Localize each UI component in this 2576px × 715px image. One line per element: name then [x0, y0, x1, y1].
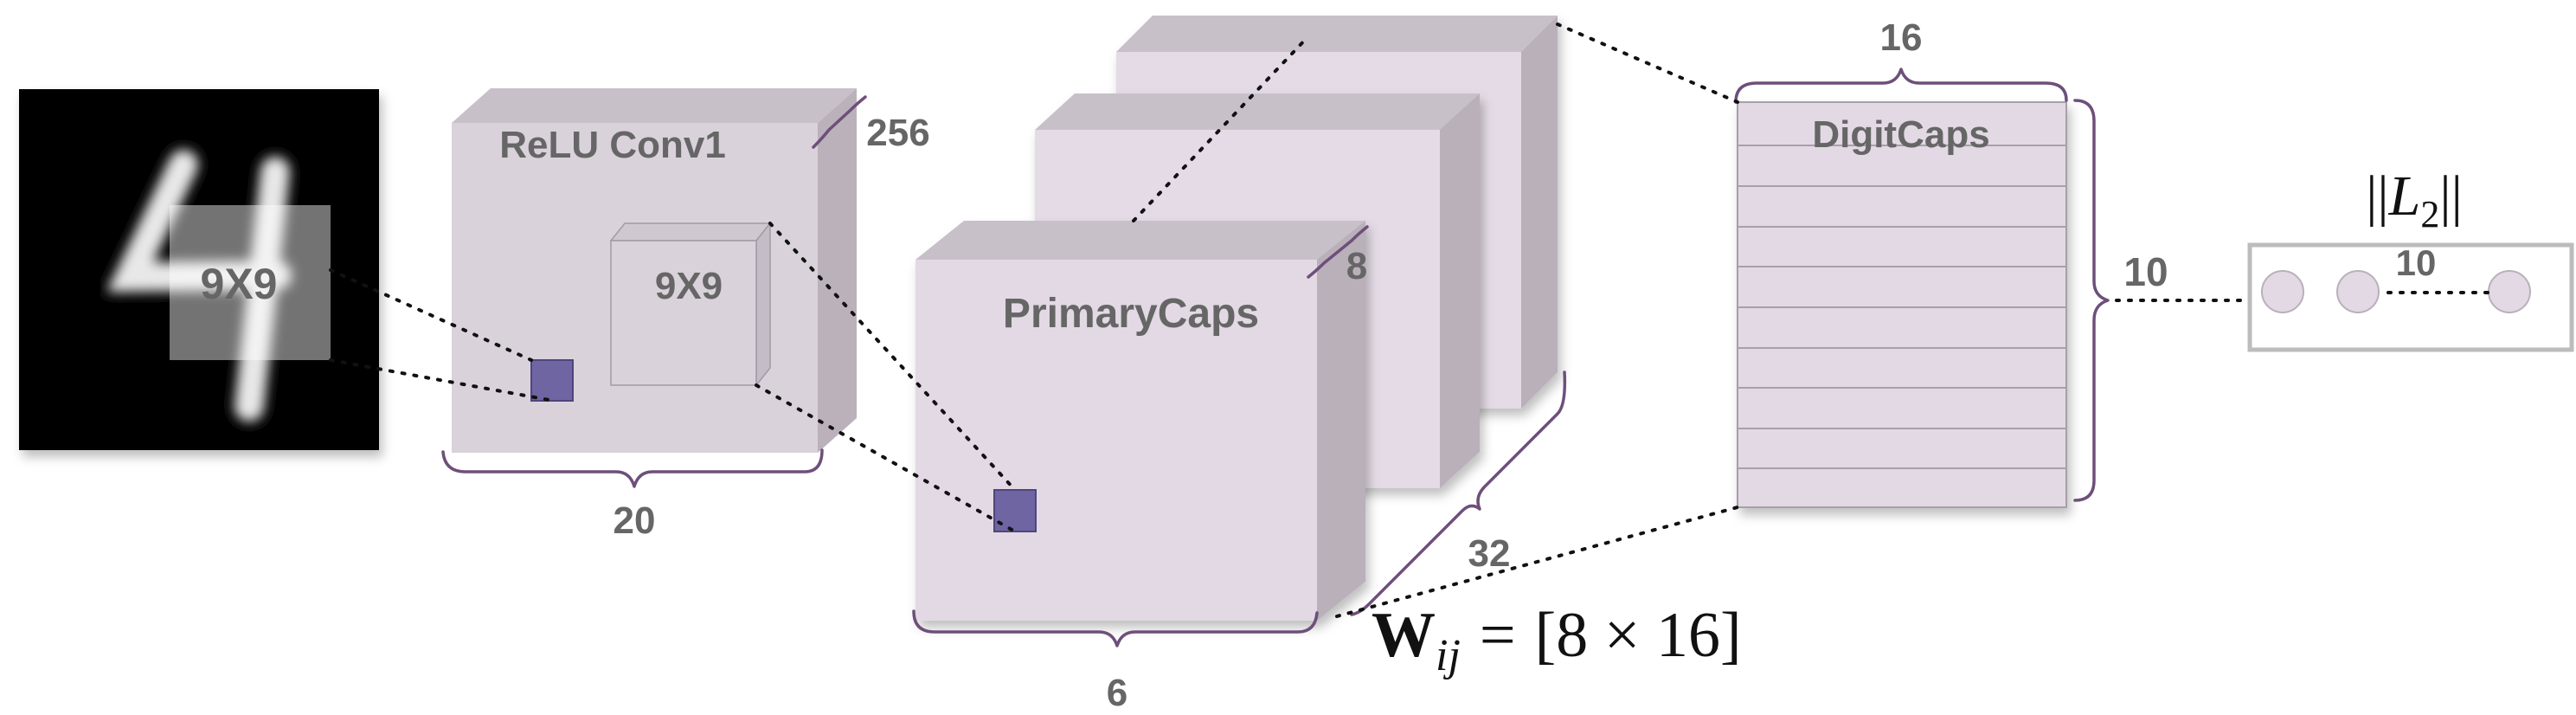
digit-caps-height-brace — [2073, 99, 2110, 502]
relu-conv1-title: ReLU Conv1 — [499, 124, 726, 166]
relu-depth-label: 256 — [866, 112, 929, 154]
digit-caps-block: DigitCaps 16 10 — [1734, 16, 2168, 508]
primary-caps-unit — [993, 489, 1037, 532]
conn-relu-to-caps-bottom — [755, 383, 1017, 533]
input-kernel-window — [170, 205, 331, 360]
connection-lines — [329, 23, 2243, 618]
conn-input-to-relu-top — [329, 268, 533, 362]
digit-caps-rows — [1738, 145, 2066, 469]
primary-caps-title: PrimaryCaps — [1003, 291, 1259, 337]
conn-caps-to-digit-top — [1556, 23, 1739, 104]
primary-caps-depth-label: 8 — [1346, 245, 1367, 287]
primary-caps-depth-brace — [1307, 225, 1369, 279]
relu-kernel-cube-side — [755, 221, 771, 388]
relu-output-unit — [530, 359, 574, 402]
relu-width-brace — [441, 448, 824, 488]
relu-conv1-side — [818, 88, 857, 453]
relu-kernel-label: 9X9 — [655, 265, 723, 307]
relu-kernel-cube-face — [610, 240, 757, 386]
relu-kernel-cube-top — [609, 222, 772, 242]
primary-caps-count-brace — [1350, 370, 1567, 616]
weight-matrix-equation: Wij=[8 × 16] — [1372, 600, 1742, 680]
output-capsule-first — [2261, 270, 2304, 313]
relu-width-label: 20 — [613, 499, 656, 542]
relu-depth-brace — [812, 95, 867, 149]
input-image: 9X9 — [19, 89, 379, 450]
primary-caps-count-label: 32 — [1468, 532, 1511, 575]
primary-caps-width-brace — [912, 609, 1319, 647]
primary-caps-stack: PrimaryCaps 8 6 32 — [912, 16, 1567, 714]
output-count-label: 10 — [2396, 242, 2437, 283]
digit-caps-height-label: 10 — [2123, 249, 2168, 294]
output-capsule-last — [2488, 270, 2531, 313]
relu-conv1-block: 9X9 ReLU Conv1 256 20 — [441, 88, 930, 542]
relu-conv1-top — [452, 88, 857, 123]
primary-caps-width-label: 6 — [1107, 672, 1127, 714]
primary-caps-layer-front — [915, 221, 1365, 621]
output-norm-title: ||L2|| — [2366, 164, 2463, 235]
digit-caps-width-label: 16 — [1880, 16, 1923, 59]
conn-input-to-relu-bottom — [329, 358, 556, 403]
output-norm-block: 10 ||L2|| — [2247, 164, 2574, 352]
conn-caps-to-digit-bottom — [1335, 506, 1739, 618]
conn-relu-to-caps-top — [768, 222, 1017, 492]
output-capsule-second — [2336, 270, 2380, 313]
input-kernel-label: 9X9 — [201, 260, 278, 308]
digit-caps-width-brace — [1734, 68, 2068, 104]
digit-caps-matrix — [1737, 101, 2067, 508]
digit-caps-title: DigitCaps — [1812, 113, 1989, 156]
